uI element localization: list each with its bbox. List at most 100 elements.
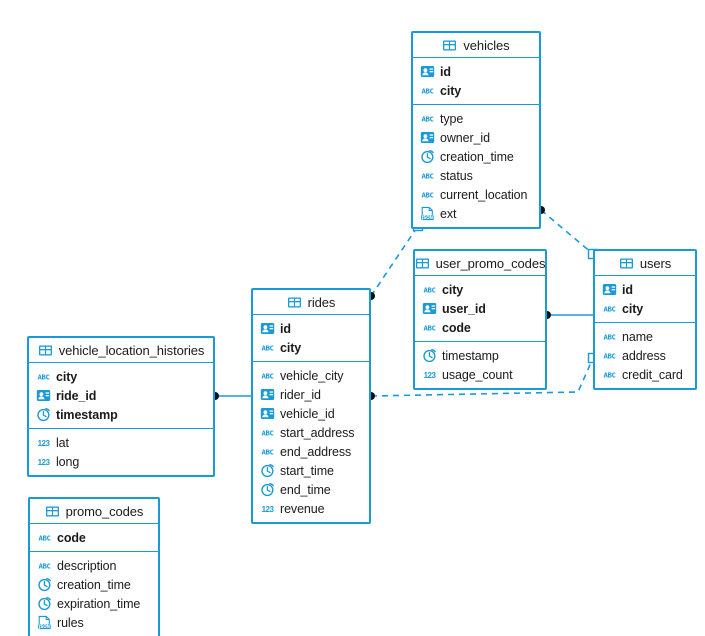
column-name: timestamp <box>442 348 499 363</box>
column-name: current_location <box>440 187 528 202</box>
svg-text:ABC: ABC <box>422 114 434 123</box>
column-row-vehicle_location_histories-timestamp[interactable]: timestamp <box>29 405 213 424</box>
abc-icon: ABC <box>260 340 275 355</box>
column-row-vehicles-status[interactable]: ABC status <box>413 166 539 185</box>
column-row-rides-vehicle_id[interactable]: vehicle_id <box>253 404 369 423</box>
123-icon: 123 <box>36 454 51 469</box>
relationship-rel-upc-users[interactable] <box>543 311 593 319</box>
column-row-users-id[interactable]: id <box>595 280 695 299</box>
column-name: creation_time <box>57 577 131 592</box>
column-row-vehicles-id[interactable]: id <box>413 62 539 81</box>
column-row-rides-city[interactable]: ABC city <box>253 338 369 357</box>
column-row-promo_codes-expiration_time[interactable]: expiration_time <box>30 594 158 613</box>
column-name: type <box>440 111 464 126</box>
clock-icon <box>260 482 275 497</box>
table-icon <box>619 256 634 271</box>
column-row-promo_codes-creation_time[interactable]: creation_time <box>30 575 158 594</box>
column-row-vehicles-creation_time[interactable]: creation_time <box>413 147 539 166</box>
abc-icon: ABC <box>36 369 51 384</box>
svg-text:ABC: ABC <box>604 304 616 313</box>
table-header-rides[interactable]: rides <box>253 290 369 315</box>
table-title: user_promo_codes <box>435 255 546 271</box>
column-row-rides-rider_id[interactable]: rider_id <box>253 385 369 404</box>
column-name: city <box>280 340 302 355</box>
column-name: status <box>440 168 473 183</box>
table-header-promo_codes[interactable]: promo_codes <box>30 499 158 524</box>
abc-icon: ABC <box>420 168 435 183</box>
column-name: city <box>442 282 464 297</box>
table-header-user_promo_codes[interactable]: user_promo_codes <box>415 251 545 276</box>
abc-icon: ABC <box>420 111 435 126</box>
column-name: id <box>622 282 633 297</box>
svg-text:ABC: ABC <box>38 372 50 381</box>
column-name: name <box>622 329 653 344</box>
column-row-user_promo_codes-timestamp[interactable]: timestamp <box>415 346 545 365</box>
column-row-rides-vehicle_city[interactable]: ABC vehicle_city <box>253 366 369 385</box>
table-header-vehicle_location_histories[interactable]: vehicle_location_histories <box>29 338 213 363</box>
column-row-vehicles-owner_id[interactable]: owner_id <box>413 128 539 147</box>
column-name: rules <box>57 615 84 630</box>
table-title: vehicle_location_histories <box>58 342 205 358</box>
column-row-vehicle_location_histories-ride_id[interactable]: ride_id <box>29 386 213 405</box>
svg-text:ABC: ABC <box>262 371 274 380</box>
123-icon: 123 <box>422 367 437 382</box>
column-name: lat <box>56 435 69 450</box>
table-icon <box>415 256 430 271</box>
svg-text:123: 123 <box>262 505 275 514</box>
column-row-vehicles-type[interactable]: ABC type <box>413 109 539 128</box>
abc-icon: ABC <box>260 368 275 383</box>
column-name: vehicle_city <box>280 368 344 383</box>
column-row-vehicles-current_location[interactable]: ABC current_location <box>413 185 539 204</box>
table-header-users[interactable]: users <box>595 251 695 276</box>
column-name: revenue <box>280 501 325 516</box>
abc-icon: ABC <box>260 444 275 459</box>
abc-icon: ABC <box>420 187 435 202</box>
column-row-rides-end_time[interactable]: end_time <box>253 480 369 499</box>
column-name: code <box>442 320 471 335</box>
table-header-vehicles[interactable]: vehicles <box>413 33 539 58</box>
uuid-icon <box>260 321 275 336</box>
clock-icon <box>260 463 275 478</box>
clock-icon <box>37 577 52 592</box>
column-row-rides-id[interactable]: id <box>253 319 369 338</box>
abc-icon: ABC <box>37 558 52 573</box>
column-row-rides-start_time[interactable]: start_time <box>253 461 369 480</box>
abc-icon: ABC <box>602 301 617 316</box>
column-row-rides-revenue[interactable]: 123 revenue <box>253 499 369 518</box>
clock-icon <box>422 348 437 363</box>
svg-text:123: 123 <box>38 458 51 467</box>
relationship-rel-vlh-rides[interactable] <box>211 392 251 400</box>
svg-text:ABC: ABC <box>262 428 274 437</box>
column-row-user_promo_codes-user_id[interactable]: user_id <box>415 299 545 318</box>
uuid-icon <box>36 388 51 403</box>
